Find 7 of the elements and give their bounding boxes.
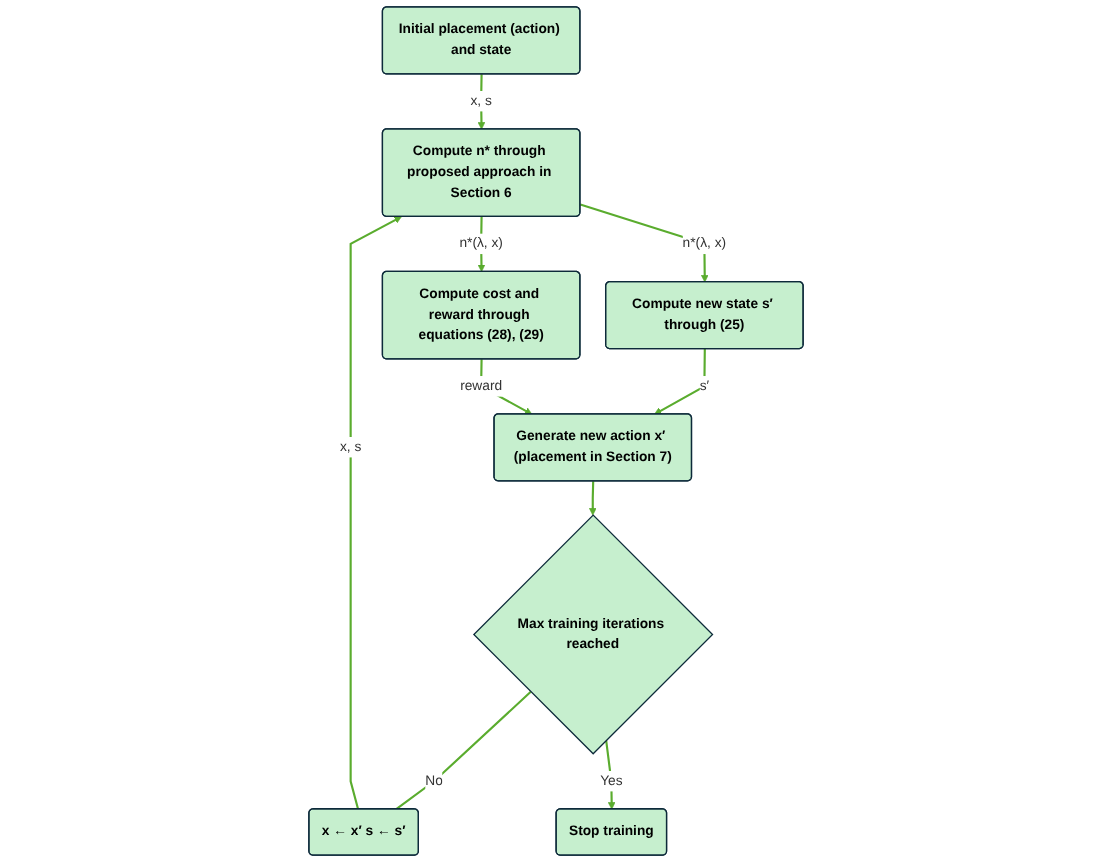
arrow [480,359,533,415]
arrow [654,349,706,415]
connector [395,691,532,811]
arrow [580,203,709,283]
arrow [477,74,486,130]
arrow [589,481,597,516]
arrow [349,216,402,810]
